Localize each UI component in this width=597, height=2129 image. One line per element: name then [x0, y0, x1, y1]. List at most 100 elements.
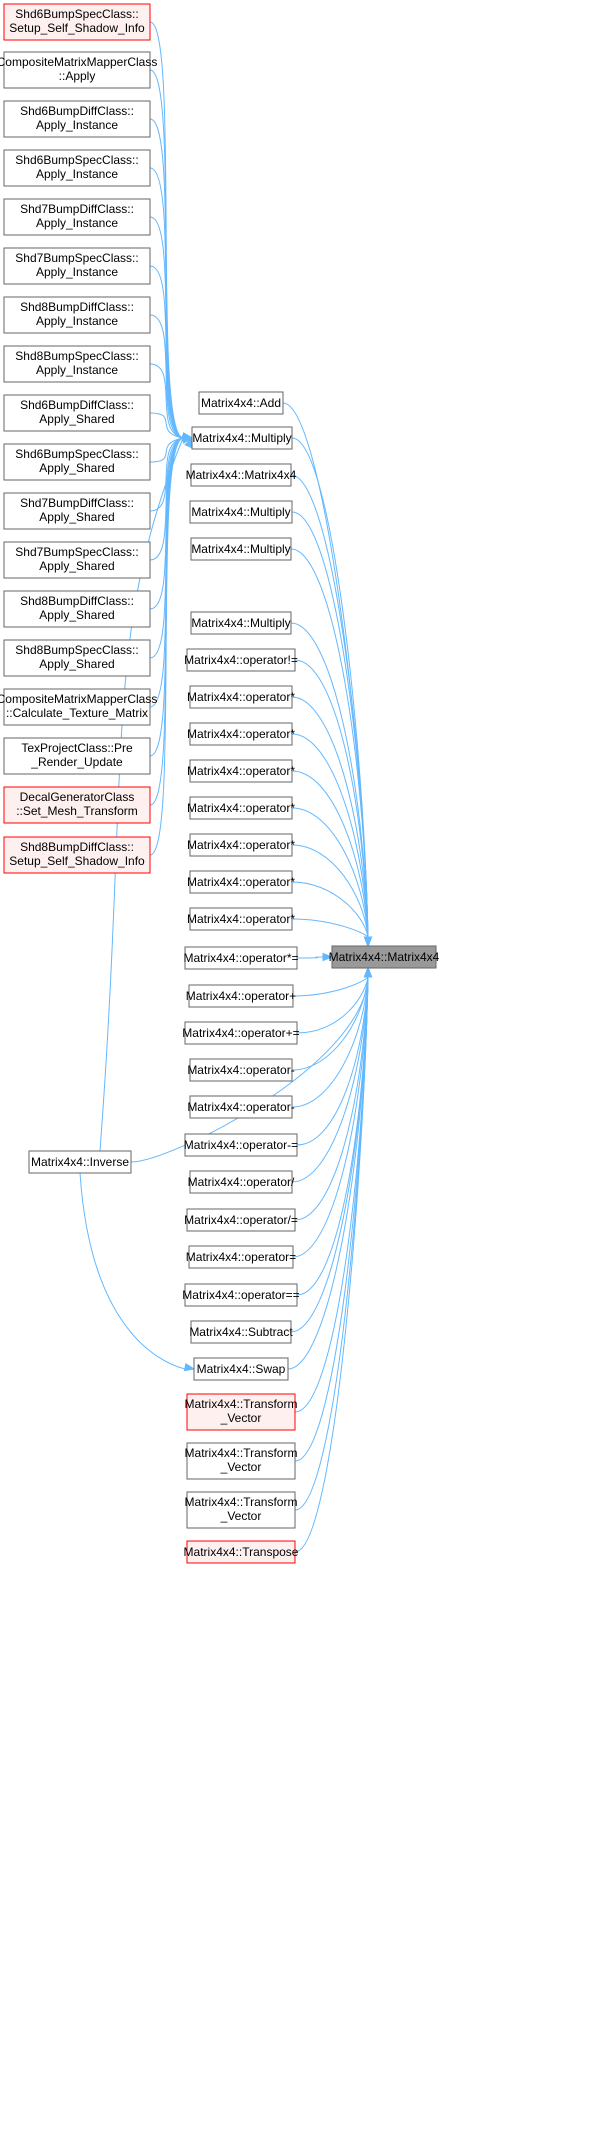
node-m14[interactable]: Matrix4x4::operator+: [186, 984, 296, 1008]
node-m15[interactable]: Matrix4x4::operator+=: [182, 1021, 300, 1045]
node-link-matrix4x4-operator[interactable]: Matrix4x4::operator*: [187, 759, 295, 783]
node-link-shd8bumpdiffclass-apply-shared[interactable]: Shd8BumpDiffClass::Apply_Shared: [3, 590, 151, 628]
node-l4[interactable]: Shd7BumpDiffClass::Apply_Instance: [3, 198, 151, 236]
node-l8[interactable]: Shd6BumpDiffClass::Apply_Shared: [3, 394, 151, 432]
node-link-matrix4x4-operator[interactable]: Matrix4x4::operator*: [187, 685, 295, 709]
node-l17[interactable]: Shd8BumpDiffClass::Setup_Self_Shadow_Inf…: [3, 836, 151, 874]
node-m1[interactable]: Matrix4x4::Matrix4x4: [186, 463, 297, 487]
node-m26[interactable]: Matrix4x4::Transform_Vector: [185, 1442, 298, 1480]
node-link-matrix4x4-operator[interactable]: Matrix4x4::operator*=: [183, 946, 299, 970]
node-m17[interactable]: Matrix4x4::operator-: [187, 1095, 295, 1119]
node-link-shd6bumpspecclass-apply-shared[interactable]: Shd6BumpSpecClass::Apply_Shared: [3, 443, 151, 481]
node-link-matrix4x4-multiply[interactable]: Matrix4x4::Multiply: [191, 426, 293, 450]
node-m3[interactable]: Matrix4x4::Multiply: [190, 537, 292, 561]
node-link-matrix4x4-operator[interactable]: Matrix4x4::operator*: [187, 870, 295, 894]
node-m16[interactable]: Matrix4x4::operator-: [187, 1058, 295, 1082]
node-m27[interactable]: Matrix4x4::Transform_Vector: [185, 1491, 298, 1529]
node-link-matrix4x4-operator[interactable]: Matrix4x4::operator-: [187, 1058, 295, 1082]
node-inv[interactable]: Matrix4x4::Inverse: [28, 1150, 132, 1174]
node-link-matrix4x4-multiply[interactable]: Matrix4x4::Multiply: [190, 537, 292, 561]
node-link-matrix4x4-multiply[interactable]: Matrix4x4::Multiply: [190, 611, 292, 635]
node-m28[interactable]: Matrix4x4::Transpose: [184, 1540, 299, 1564]
node-m5[interactable]: Matrix4x4::operator!=: [184, 648, 298, 672]
node-link-matrix4x4-operator[interactable]: Matrix4x4::operator/: [188, 1170, 295, 1194]
node-link-shd8bumpdiffclass-setup-self-shadow-info[interactable]: Shd8BumpDiffClass::Setup_Self_Shadow_Inf…: [3, 836, 151, 874]
node-link-shd8bumpdiffclass-apply-instance[interactable]: Shd8BumpDiffClass::Apply_Instance: [3, 296, 151, 334]
node-link-shd6bumpspecclass-apply-instance[interactable]: Shd6BumpSpecClass::Apply_Instance: [3, 149, 151, 187]
node-link-shd6bumpdiffclass-apply-instance[interactable]: Shd6BumpDiffClass::Apply_Instance: [3, 100, 151, 138]
node-link-compositematrixmapperclass-apply[interactable]: CompositeMatrixMapperClass::Apply: [0, 51, 157, 89]
node-link-shd7bumpdiffclass-apply-instance[interactable]: Shd7BumpDiffClass::Apply_Instance: [3, 198, 151, 236]
node-l13[interactable]: Shd8BumpSpecClass::Apply_Shared: [3, 639, 151, 677]
node-link-matrix4x4-operator[interactable]: Matrix4x4::operator==: [182, 1283, 300, 1307]
node-m19[interactable]: Matrix4x4::operator/: [188, 1170, 295, 1194]
node-link-matrix4x4-swap[interactable]: Matrix4x4::Swap: [193, 1357, 289, 1381]
node-link-matrix4x4-operator[interactable]: Matrix4x4::operator*: [187, 796, 295, 820]
node-link-matrix4x4-operator[interactable]: Matrix4x4::operator/=: [184, 1208, 298, 1232]
node-link-matrix4x4-operator[interactable]: Matrix4x4::operator+: [186, 984, 296, 1008]
node-m24[interactable]: Matrix4x4::Swap: [193, 1357, 289, 1381]
node-m6[interactable]: Matrix4x4::operator*: [187, 685, 295, 709]
node-link-matrix4x4-operator[interactable]: Matrix4x4::operator*: [187, 833, 295, 857]
node-m25[interactable]: Matrix4x4::Transform_Vector: [185, 1393, 298, 1431]
node-m7[interactable]: Matrix4x4::operator*: [187, 722, 295, 746]
node-link-matrix4x4-transpose[interactable]: Matrix4x4::Transpose: [184, 1540, 299, 1564]
node-link-matrix4x4-subtract[interactable]: Matrix4x4::Subtract: [189, 1320, 293, 1344]
node-m13[interactable]: Matrix4x4::operator*=: [183, 946, 299, 970]
node-l2[interactable]: Shd6BumpDiffClass::Apply_Instance: [3, 100, 151, 138]
node-l12[interactable]: Shd8BumpDiffClass::Apply_Shared: [3, 590, 151, 628]
node-link-shd7bumpspecclass-apply-shared[interactable]: Shd7BumpSpecClass::Apply_Shared: [3, 541, 151, 579]
node-link-shd7bumpdiffclass-apply-shared[interactable]: Shd7BumpDiffClass::Apply_Shared: [3, 492, 151, 530]
node-l14[interactable]: CompositeMatrixMapperClass::Calculate_Te…: [0, 688, 157, 726]
node-m9[interactable]: Matrix4x4::operator*: [187, 796, 295, 820]
node-link-shd6bumpspecclass-setup-self-shadow-info[interactable]: Shd6BumpSpecClass::Setup_Self_Shadow_Inf…: [3, 3, 151, 41]
node-l16[interactable]: DecalGeneratorClass::Set_Mesh_Transform: [3, 786, 151, 824]
node-m23[interactable]: Matrix4x4::Subtract: [189, 1320, 293, 1344]
node-link-matrix4x4-add[interactable]: Matrix4x4::Add: [198, 391, 284, 415]
node-m22[interactable]: Matrix4x4::operator==: [182, 1283, 300, 1307]
node-l3[interactable]: Shd6BumpSpecClass::Apply_Instance: [3, 149, 151, 187]
node-link-matrix4x4-multiply[interactable]: Matrix4x4::Multiply: [189, 500, 293, 524]
node-link-shd8bumpspecclass-apply-shared[interactable]: Shd8BumpSpecClass::Apply_Shared: [3, 639, 151, 677]
node-link-decalgeneratorclass-set-mesh-transform[interactable]: DecalGeneratorClass::Set_Mesh_Transform: [3, 786, 151, 824]
node-link-matrix4x4-transform-vector[interactable]: Matrix4x4::Transform_Vector: [185, 1442, 298, 1480]
node-link-matrix4x4-operator[interactable]: Matrix4x4::operator=: [186, 1245, 296, 1269]
node-link-matrix4x4-operator[interactable]: Matrix4x4::operator-=: [184, 1133, 298, 1157]
node-link-matrix4x4-inverse[interactable]: Matrix4x4::Inverse: [28, 1150, 132, 1174]
node-hub[interactable]: Matrix4x4::Multiply: [191, 426, 293, 450]
node-l15[interactable]: TexProjectClass::Pre_Render_Update: [3, 737, 151, 775]
node-link-shd8bumpspecclass-apply-instance[interactable]: Shd8BumpSpecClass::Apply_Instance: [3, 345, 151, 383]
node-target[interactable]: Matrix4x4::Matrix4x4: [329, 945, 440, 969]
node-l9[interactable]: Shd6BumpSpecClass::Apply_Shared: [3, 443, 151, 481]
node-link-compositematrixmapperclass-calculate-texture-matrix[interactable]: CompositeMatrixMapperClass::Calculate_Te…: [0, 688, 157, 726]
node-m18[interactable]: Matrix4x4::operator-=: [184, 1133, 298, 1157]
node-link-matrix4x4-matrix4x4[interactable]: Matrix4x4::Matrix4x4: [329, 945, 440, 969]
node-link-shd7bumpspecclass-apply-instance[interactable]: Shd7BumpSpecClass::Apply_Instance: [3, 247, 151, 285]
node-l1[interactable]: CompositeMatrixMapperClass::Apply: [0, 51, 157, 89]
node-m10[interactable]: Matrix4x4::operator*: [187, 833, 295, 857]
node-link-matrix4x4-transform-vector[interactable]: Matrix4x4::Transform_Vector: [185, 1491, 298, 1529]
node-link-shd6bumpdiffclass-apply-shared[interactable]: Shd6BumpDiffClass::Apply_Shared: [3, 394, 151, 432]
node-m12[interactable]: Matrix4x4::operator*: [187, 907, 295, 931]
node-m11[interactable]: Matrix4x4::operator*: [187, 870, 295, 894]
node-l11[interactable]: Shd7BumpSpecClass::Apply_Shared: [3, 541, 151, 579]
node-link-matrix4x4-operator[interactable]: Matrix4x4::operator*: [187, 907, 295, 931]
node-m4[interactable]: Matrix4x4::Multiply: [190, 611, 292, 635]
node-l7[interactable]: Shd8BumpSpecClass::Apply_Instance: [3, 345, 151, 383]
node-m0[interactable]: Matrix4x4::Add: [198, 391, 284, 415]
node-l5[interactable]: Shd7BumpSpecClass::Apply_Instance: [3, 247, 151, 285]
node-link-matrix4x4-matrix4x4[interactable]: Matrix4x4::Matrix4x4: [186, 463, 297, 487]
node-link-matrix4x4-transform-vector[interactable]: Matrix4x4::Transform_Vector: [185, 1393, 298, 1431]
node-link-texprojectclass-pre-render-update[interactable]: TexProjectClass::Pre_Render_Update: [3, 737, 151, 775]
node-link-matrix4x4-operator[interactable]: Matrix4x4::operator+=: [182, 1021, 300, 1045]
node-m20[interactable]: Matrix4x4::operator/=: [184, 1208, 298, 1232]
node-m8[interactable]: Matrix4x4::operator*: [187, 759, 295, 783]
node-link-matrix4x4-operator[interactable]: Matrix4x4::operator-: [187, 1095, 295, 1119]
node-link-matrix4x4-operator[interactable]: Matrix4x4::operator*: [187, 722, 295, 746]
node-l6[interactable]: Shd8BumpDiffClass::Apply_Instance: [3, 296, 151, 334]
node-link-matrix4x4-operator[interactable]: Matrix4x4::operator!=: [184, 648, 298, 672]
node-m2[interactable]: Matrix4x4::Multiply: [189, 500, 293, 524]
node-l0[interactable]: Shd6BumpSpecClass::Setup_Self_Shadow_Inf…: [3, 3, 151, 41]
node-m21[interactable]: Matrix4x4::operator=: [186, 1245, 296, 1269]
node-l10[interactable]: Shd7BumpDiffClass::Apply_Shared: [3, 492, 151, 530]
